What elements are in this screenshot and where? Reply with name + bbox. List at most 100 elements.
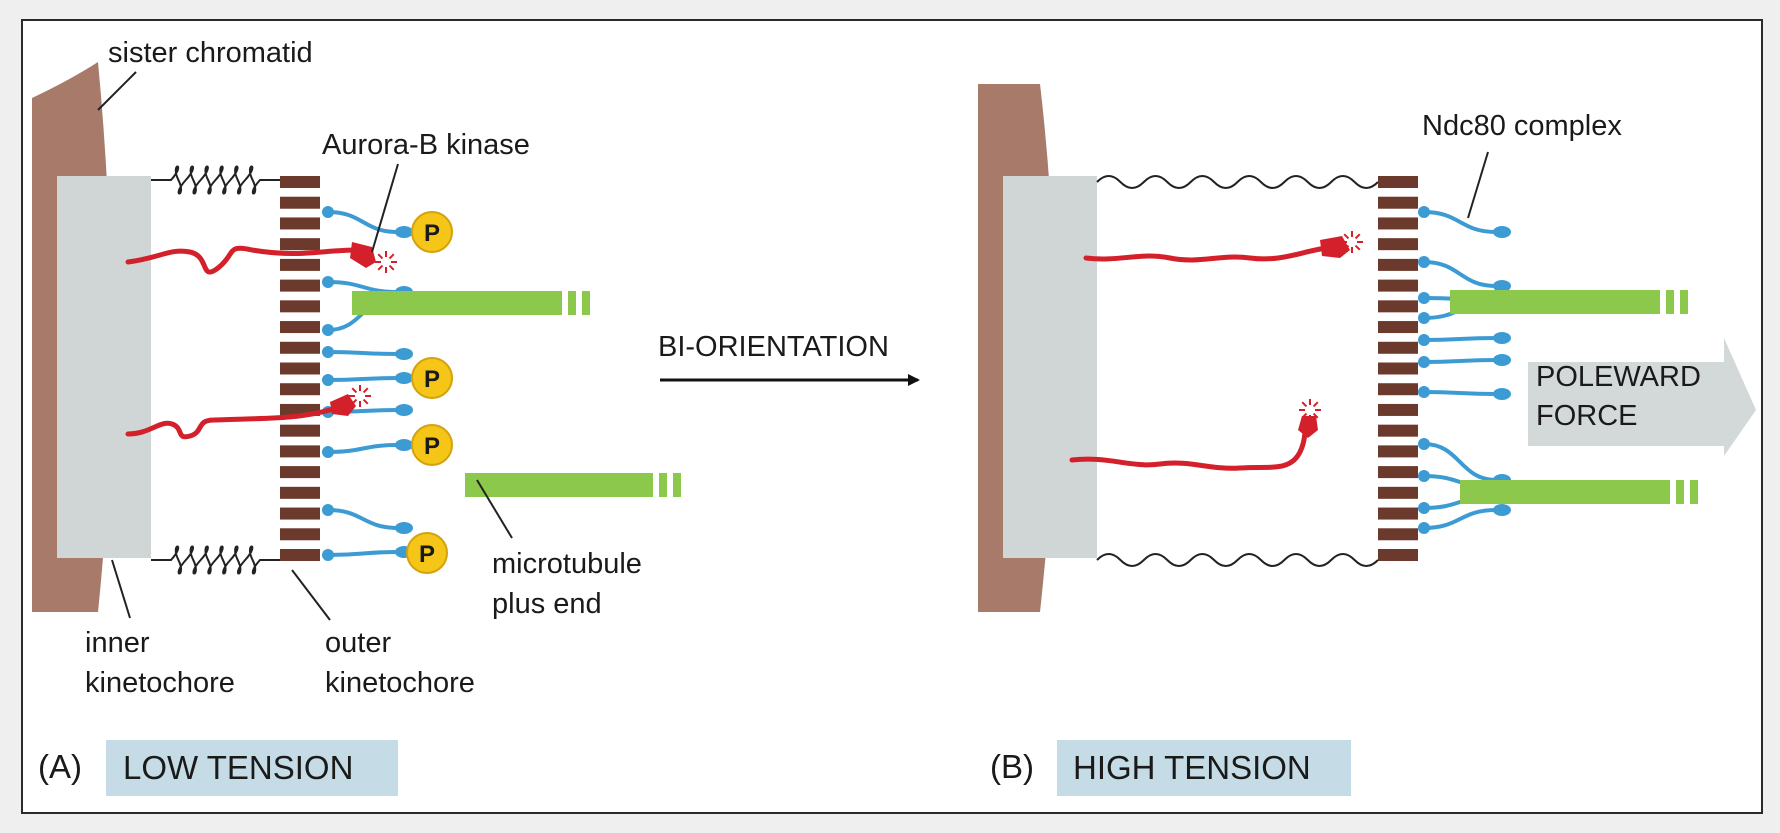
outer-kinetochore-bar [1378,528,1418,541]
outer-kinetochore-bar [1378,258,1418,271]
label-inner-kinetochore-line1: inner [85,627,150,659]
phosphate-label: P [424,433,440,460]
aurora-b-kinase-b-2 [1069,416,1318,471]
poleward-force-arrow: POLEWARD FORCE [1528,338,1756,456]
label-poleward-line1: POLEWARD [1536,361,1701,393]
ndc80-b-2-head [1493,280,1511,292]
phosphate-label: P [419,541,435,568]
outer-kinetochore-bar [280,466,320,479]
outer-kinetochore-bar [1378,176,1418,188]
leader-microtubule [476,479,513,539]
burst-ray [1343,233,1350,240]
aurora-b-active-sites-a [349,251,397,407]
outer-kinetochore-bar [280,176,320,188]
ndc80-a-9-stalk [327,550,399,557]
outer-kinetochore-bar [1378,403,1418,416]
ndc80-b-5-head [1493,332,1511,344]
outer-kinetochore-bar [1378,486,1418,499]
outer-kinetochore-bar [280,362,320,375]
leader-aurora-b [371,163,399,253]
stretched-linker-bottom [1096,553,1379,567]
outer-kinetochore-bar [1378,196,1418,209]
ndc80-b-7-head [1493,388,1511,400]
ndc80-b-6-head [1493,354,1511,366]
panel-b-letter: (B) [990,748,1034,785]
outer-kinetochore-b [1378,176,1418,561]
phosphate-a-4: P [406,532,448,574]
outer-kinetochore-bar [280,445,320,458]
leader-inner-kinetochore [111,559,131,619]
burst-ray [388,253,395,260]
outer-kinetochore-bar [1378,549,1418,561]
outer-kinetochore-bar [1378,424,1418,437]
label-aurora-b-kinase: Aurora-B kinase [322,129,530,161]
outer-kinetochore-bar [280,196,320,209]
phosphate-a-2: P [411,357,453,399]
burst-ray [1354,244,1361,251]
active-site-burst [349,385,371,407]
outer-kinetochore-bar [280,217,320,230]
outer-kinetochore-bar [1378,300,1418,313]
microtubule-a-2 [465,473,681,497]
ndc80-b-8-stalk [1423,442,1497,482]
ndc80-a-1-head [395,226,413,238]
microtubule-a-1 [352,291,590,315]
outer-kinetochore-bar [1378,466,1418,479]
label-outer-kinetochore-line1: outer [325,627,391,659]
stretched-linker-top [1096,175,1379,189]
outer-kinetochore-bar [1378,238,1418,251]
microtubule-b-2 [1460,480,1698,504]
outer-kinetochore-bar [1378,362,1418,375]
ndc80-a-5-head [395,372,413,384]
ndc80-b-2-stalk [1423,260,1497,288]
ndc80-b-1-head [1493,226,1511,238]
ndc80-a-7-stalk [327,443,399,454]
outer-kinetochore-bar [280,300,320,313]
active-site-burst [1299,399,1321,421]
panel-b-tension-tag [1057,740,1351,796]
ndc80-a-5-stalk [327,376,399,382]
leader-sister-chromatid [97,71,137,111]
ndc80-b-5-stalk [1423,336,1497,342]
ndc80-a-4-head [395,348,413,360]
outer-kinetochore-bar [1378,445,1418,458]
ndc80-b-7-stalk [1423,390,1497,396]
outer-kinetochore-bar [280,258,320,271]
burst-ray [1301,412,1308,419]
burst-ray [1312,412,1319,419]
label-bi-orientation: BI-ORIENTATION [658,331,889,363]
outer-kinetochore-bar [1378,383,1418,396]
outer-kinetochore-bar [280,424,320,437]
outer-kinetochore-bar [280,549,320,561]
burst-ray [388,264,395,271]
outer-kinetochore-bar [1378,217,1418,230]
outer-kinetochore-bar [280,383,320,396]
ndc80-a-8-stalk [327,508,399,530]
burst-ray [351,387,358,394]
leader-ndc80 [1467,151,1489,219]
ndc80-a-8-head [395,522,413,534]
ndc80-a-7-head [395,439,413,451]
burst-ray [377,253,384,260]
outer-kinetochore-bar [280,321,320,334]
phosphate-a-3: P [411,424,453,466]
active-site-burst [1341,231,1363,253]
outer-kinetochore-bar [1378,341,1418,354]
panel-a-tension-label: LOW TENSION [123,749,353,786]
aurora-b-active-sites-b [1299,231,1363,421]
panel-b: Ndc80 complex POLEWARD FORCE (B) HIGH TE… [978,84,1756,796]
phosphate-label: P [424,366,440,393]
spring-linker-top [151,165,280,195]
inner-kinetochore-b [1003,176,1097,558]
microtubule-b-1 [1450,290,1688,314]
ndc80-a-6-head [395,404,413,416]
outer-kinetochore-bar [280,279,320,292]
bi-orientation-arrow: BI-ORIENTATION [658,331,920,386]
burst-ray [1301,401,1308,408]
label-sister-chromatid: sister chromatid [108,37,313,69]
label-microtubule-line2: plus end [492,588,602,620]
outer-kinetochore-bar [1378,507,1418,520]
outer-kinetochore-a [280,176,320,561]
